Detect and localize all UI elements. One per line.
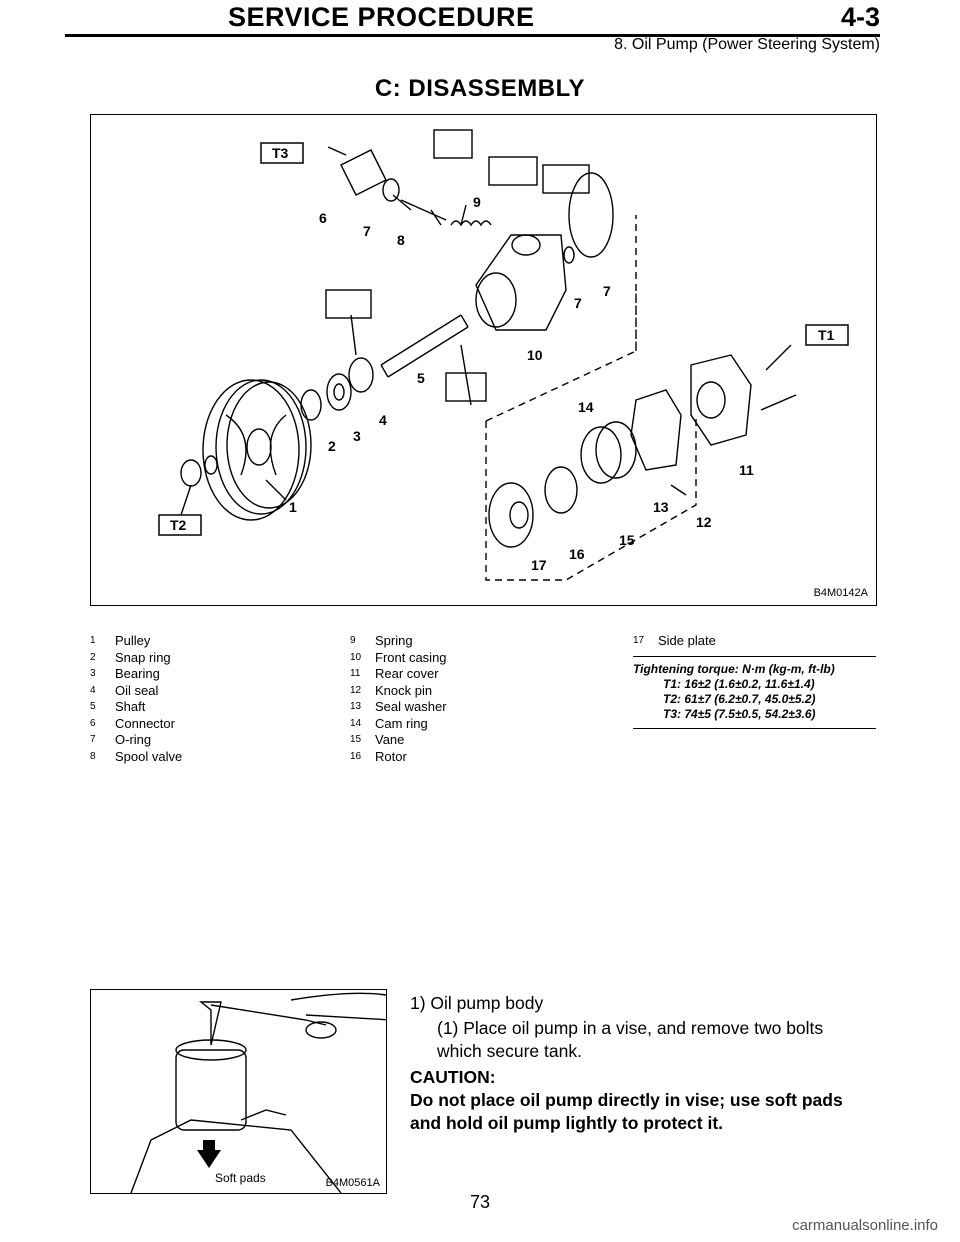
watermark: carmanualsonline.info (792, 1217, 938, 1234)
torque-tag-t3: T3 (260, 142, 304, 164)
figure2-id: B4M0561A (325, 1177, 380, 1189)
vise-figure: Soft pads B4M0561A (90, 989, 392, 1194)
soft-pads-label: Soft pads (215, 1171, 266, 1185)
callout-8: 8 (397, 232, 405, 248)
exploded-view-drawing: T3 T1 T2 1 2 3 4 5 6 7 7 7 8 9 10 11 12 … (158, 129, 849, 581)
callout-7c: 7 (603, 283, 611, 299)
vise-drawing (130, 992, 392, 1194)
figure-id: B4M0142A (813, 587, 868, 599)
torque-heading: Tightening torque: N·m (kg-m, ft-lb) (633, 662, 835, 676)
arrow-icon (197, 1140, 221, 1168)
torque-t1: T1: 16±2 (1.6±0.2, 11.6±1.4) (663, 677, 815, 691)
step-heading: 1) Oil pump body (410, 993, 544, 1013)
callout-7b: 7 (574, 295, 582, 311)
running-header-subtitle: 8. Oil Pump (Power Steering System) (614, 36, 880, 53)
svg-text:T3: T3 (272, 145, 289, 161)
torque-t3: T3: 74±5 (7.5±0.5, 54.2±3.6) (663, 707, 816, 721)
step-substep-line2: which secure tank. (437, 1041, 582, 1061)
running-header-section: SERVICE PROCEDURE (228, 2, 535, 32)
callout-12: 12 (696, 514, 712, 530)
svg-text:T1: T1 (818, 327, 835, 343)
callout-10: 10 (527, 347, 543, 363)
running-header-chapter: 4-3 (840, 2, 880, 32)
callout-6: 6 (319, 210, 327, 226)
torque-tag-t2: T2 (158, 514, 202, 536)
step-substep-line1: (1) Place oil pump in a vise, and remove… (437, 1018, 824, 1038)
callout-7a: 7 (363, 223, 371, 239)
header-rule (65, 34, 880, 37)
svg-text:T2: T2 (170, 517, 187, 533)
callout-11: 11 (739, 462, 754, 478)
torque-tag-t1: T1 (805, 324, 849, 346)
page-number: 73 (469, 1192, 491, 1212)
callout-14: 14 (578, 399, 594, 415)
callout-17: 17 (531, 557, 547, 573)
tightening-torque-box: Tightening torque: N·m (kg-m, ft-lb) T1:… (633, 656, 876, 729)
caution-line1: Do not place oil pump directly in vise; … (410, 1090, 843, 1110)
callout-1: 1 (289, 499, 297, 515)
caution-heading: CAUTION: (410, 1067, 496, 1087)
callout-16: 16 (569, 546, 585, 562)
callout-5: 5 (417, 370, 425, 386)
callout-13: 13 (653, 499, 669, 515)
callout-3: 3 (353, 428, 361, 444)
callout-9: 9 (473, 194, 481, 210)
section-title: C: DISASSEMBLY (374, 75, 586, 102)
caution-line2: and hold oil pump lightly to protect it. (410, 1113, 724, 1133)
callout-15: 15 (619, 532, 635, 548)
callout-4: 4 (379, 412, 387, 428)
torque-t2: T2: 61±7 (6.2±0.7, 45.0±5.2) (663, 692, 816, 706)
callout-2: 2 (328, 438, 336, 454)
exploded-view-figure: T3 T1 T2 1 2 3 4 5 6 7 7 7 8 9 10 11 12 … (90, 114, 877, 606)
